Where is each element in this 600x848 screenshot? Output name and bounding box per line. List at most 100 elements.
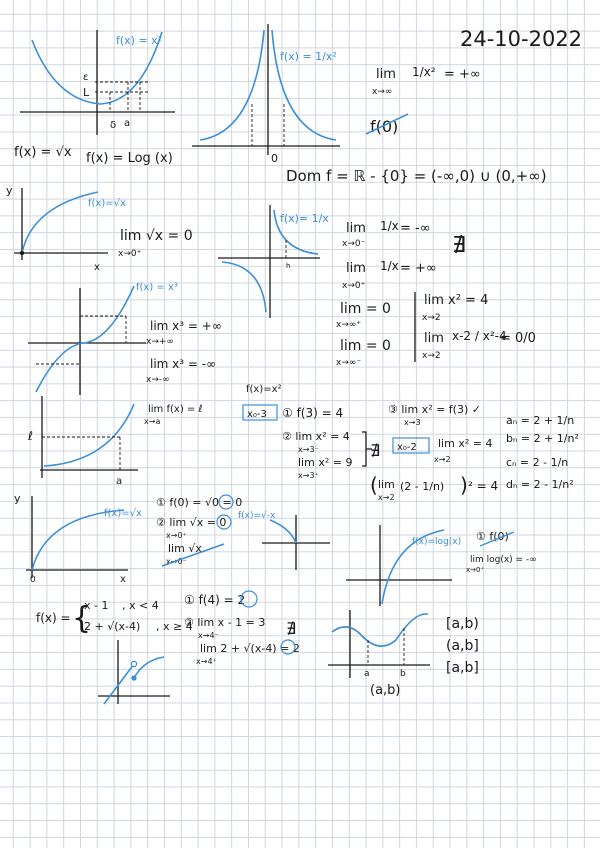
svg-text:lim x³ = +∞: lim x³ = +∞ (150, 319, 222, 333)
svg-text:x→3: x→3 (404, 418, 421, 427)
svg-text:lim 2 + √(x-4) = 2: lim 2 + √(x-4) = 2 (200, 642, 300, 655)
piecewise-steps: ① f(4) = 2 ② lim x - 1 = 3 x→4⁻ lim 2 + … (184, 590, 300, 666)
graph-sqrt: f(x)=√x y x (6, 184, 126, 273)
svg-text:= +∞: = +∞ (444, 67, 481, 82)
svg-text:lim = 0: lim = 0 (340, 338, 391, 354)
graph-interval: a b (a,b) (328, 610, 430, 698)
fx2-title: f(x)=x² (246, 384, 282, 395)
graph-sqrt-2: f(x)=√x y x 0 (14, 492, 142, 585)
svg-text:x→+∞: x→+∞ (146, 337, 174, 347)
limits-zero: lim = 0 x→∞⁺ lim = 0 x→∞⁻ (336, 292, 416, 368)
svg-text:∄: ∄ (286, 619, 296, 638)
svg-text:f(x) =: f(x) = (36, 611, 71, 625)
svg-text:lim √x: lim √x (168, 542, 202, 555)
svg-text:x→∞: x→∞ (372, 87, 392, 97)
svg-text:② lim √x = 0: ② lim √x = 0 (156, 516, 226, 529)
svg-text:x→3⁻: x→3⁻ (298, 445, 319, 454)
svg-text:f(x)=√-x: f(x)=√-x (238, 510, 276, 521)
limits-fraction: lim x² = 4 x→2 lim x→2 x-2 / x²-4 = 0/0 (422, 293, 536, 361)
svg-text:= 0/0: = 0/0 (500, 331, 536, 346)
svg-text:= -∞: = -∞ (400, 221, 431, 236)
L-label: L (83, 86, 90, 99)
svg-text:x→4⁻: x→4⁻ (198, 631, 219, 640)
svg-text:x: x (120, 574, 126, 585)
svg-text:0: 0 (30, 575, 36, 585)
does-not-exist-symbol: ∄ (452, 233, 466, 258)
svg-text:lim √x = 0: lim √x = 0 (120, 228, 193, 244)
graph-reciprocal: f(x)= 1/x h (218, 205, 329, 318)
svg-text:x→2: x→2 (422, 351, 441, 361)
svg-text:lim = 0: lim = 0 (340, 301, 391, 317)
svg-text:lim x³ = -∞: lim x³ = -∞ (150, 357, 216, 371)
svg-text:2 + √(x-4): 2 + √(x-4) (84, 620, 140, 633)
svg-text:x - 1: x - 1 (84, 599, 108, 612)
a-label: a (124, 118, 130, 129)
sqrt-function-label: f(x) = √x (14, 145, 72, 160)
svg-text:x→2: x→2 (378, 493, 395, 502)
svg-text:lim: lim (378, 478, 395, 491)
graph-limit-at-a: ℓ a lim f(x) = ℓ x→a (27, 396, 203, 487)
parabola-label: f(x) = x² (116, 34, 162, 47)
svg-text:(a,b): (a,b) (370, 683, 401, 698)
svg-text:² = 4: ² = 4 (468, 479, 498, 493)
sequence-limit: ( lim x→2 (2 - 1/n) ) ² = 4 (370, 473, 498, 502)
epsilon-label: ε (83, 72, 88, 83)
svg-text:x→2: x→2 (422, 313, 441, 323)
limits-cubic: lim x³ = +∞ x→+∞ lim x³ = -∞ x→-∞ (146, 319, 222, 385)
svg-text:x→0⁺: x→0⁺ (466, 566, 484, 574)
svg-text:a: a (116, 476, 122, 487)
step-2: ② lim x² = 4 x→3⁻ lim x² = 9 x→3⁺ (282, 430, 372, 480)
svg-text:1/x: 1/x (380, 219, 399, 233)
svg-text:lim: lim (376, 67, 396, 82)
svg-text:dₙ = 2 - 1/n²: dₙ = 2 - 1/n² (506, 478, 574, 491)
sqrt2-label: f(x)=√x (104, 508, 142, 519)
graph-sqrt-neg (262, 515, 330, 570)
step-3: ③ lim x² = f(3) ✓ x→3 (388, 403, 481, 427)
svg-text:x: x (94, 262, 100, 273)
graph-inverse-square: f(x) = 1/x² 0 (192, 24, 340, 165)
svg-text:= +∞: = +∞ (400, 261, 437, 276)
sqrt-continuity-steps: ① f(0) = √0 = 0 ② lim √x = 0 x→0⁺ lim √x… (156, 494, 276, 567)
svg-text:h: h (286, 262, 290, 270)
sqrt-graph-label: f(x)=√x (88, 198, 126, 209)
svg-text:{: { (72, 601, 91, 636)
svg-text:③ lim x² = f(3) ✓: ③ lim x² = f(3) ✓ (388, 403, 481, 416)
interval-notation: [a,b) (a,b] [a,b] (446, 616, 479, 676)
date: 24-10-2022 (460, 27, 582, 51)
svg-text:lim x² = 9: lim x² = 9 (298, 456, 352, 469)
svg-text:b: b (400, 669, 406, 679)
svg-text:lim: lim (424, 331, 444, 346)
svg-text:x→4⁺: x→4⁺ (196, 657, 217, 666)
svg-text:1/x: 1/x (380, 259, 399, 273)
svg-text:x→∞⁺: x→∞⁺ (336, 320, 361, 330)
origin-label: 0 (271, 152, 278, 165)
limit-f-label: lim f(x) = ℓ (148, 404, 203, 415)
not-exist-mark: ∄ (370, 441, 380, 460)
piecewise-function: f(x) = { x - 1 , x < 4 2 + √(x-4) , x ≥ … (36, 599, 193, 636)
inverse-square-label: f(x) = 1/x² (280, 50, 337, 63)
svg-text:x→2: x→2 (434, 455, 451, 464)
svg-text:x→3⁺: x→3⁺ (298, 471, 319, 480)
delta-label: δ (110, 120, 116, 131)
svg-text:(: ( (370, 473, 378, 497)
svg-text:x→0⁻: x→0⁻ (342, 239, 366, 249)
domain-statement: Dom f = ℝ - {0} = (-∞,0) ∪ (0,+∞) (286, 167, 547, 185)
log-function-label: f(x) = Log (x) (86, 151, 173, 166)
svg-text:lim: lim (346, 221, 366, 236)
limit-x2-at-2: lim x² = 4 (438, 437, 492, 450)
svg-text:(2 - 1/n): (2 - 1/n) (400, 480, 444, 493)
step-1: ① f(3) = 4 (282, 406, 343, 420)
svg-text:): ) (460, 473, 468, 497)
svg-text:x₀-2: x₀-2 (397, 442, 417, 453)
svg-text:x→∞⁻: x→∞⁻ (336, 358, 361, 368)
svg-text:x→0⁺: x→0⁺ (342, 281, 366, 291)
svg-text:y: y (6, 184, 13, 197)
svg-text:1/x²: 1/x² (412, 65, 436, 79)
sequences: aₙ = 2 + 1/n bₙ = 2 + 1/n² cₙ = 2 - 1/n … (506, 414, 579, 491)
graph-log: f(x)=log(x) (346, 525, 461, 606)
limit-sqrt: lim √x = 0 x→0⁺ (118, 228, 193, 259)
svg-text:① f(4) = 2: ① f(4) = 2 (184, 593, 245, 607)
graph-parabola: f(x) = x² ε L δ a (20, 30, 175, 135)
